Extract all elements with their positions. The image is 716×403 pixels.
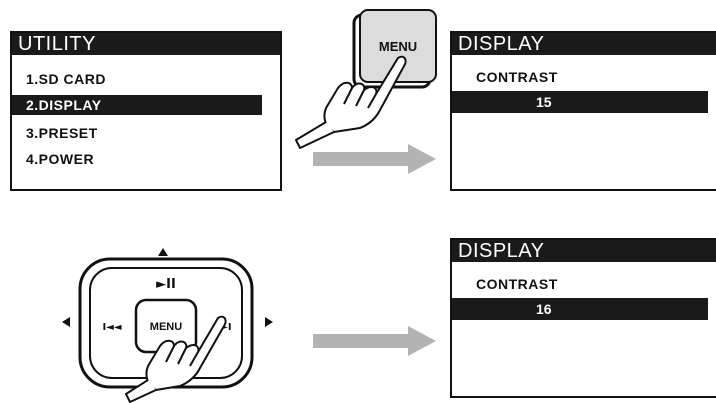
contrast-label-top: CONTRAST (476, 69, 558, 85)
contrast-value-bar-top: 15 (452, 91, 708, 113)
contrast-value-bottom: 16 (536, 301, 552, 317)
control-pad[interactable]: MENU ►II I◄◄ ►►I (62, 248, 273, 389)
hand-pointer-icon (125, 315, 227, 403)
control-pad-menu-label[interactable]: MENU (150, 321, 182, 333)
utility-screen-title: UTILITY (12, 33, 280, 55)
triangle-left-icon (62, 317, 70, 327)
triangle-up-icon (158, 248, 168, 256)
display-screen-bottom-title: DISPLAY (452, 240, 716, 262)
arrow-right-icon (313, 326, 436, 356)
play-pause-icon[interactable]: ►II (156, 277, 176, 292)
utility-screen: UTILITY 1.SD CARD 2.DISPLAY 3.PRESET 4.P… (10, 31, 282, 191)
contrast-value-top: 15 (536, 94, 552, 110)
utility-item-display[interactable]: 2.DISPLAY (12, 95, 262, 115)
display-screen-top-title: DISPLAY (452, 33, 716, 55)
contrast-value-bar-bottom: 16 (452, 298, 708, 320)
arrow-right-icon (313, 144, 436, 174)
hand-pointer-icon (295, 55, 407, 149)
utility-item-preset[interactable]: 3.PRESET (26, 125, 98, 141)
display-screen-bottom: DISPLAY CONTRAST 16 (450, 238, 716, 398)
utility-item-sd-card[interactable]: 1.SD CARD (26, 71, 106, 87)
utility-item-power[interactable]: 4.POWER (26, 151, 95, 167)
display-screen-top: DISPLAY CONTRAST 15 (450, 31, 716, 191)
menu-key-label: MENU (379, 39, 417, 54)
contrast-label-bottom: CONTRAST (476, 276, 558, 292)
triangle-right-icon (265, 317, 273, 327)
menu-key[interactable]: MENU (352, 9, 437, 89)
previous-icon[interactable]: I◄◄ (102, 322, 121, 333)
